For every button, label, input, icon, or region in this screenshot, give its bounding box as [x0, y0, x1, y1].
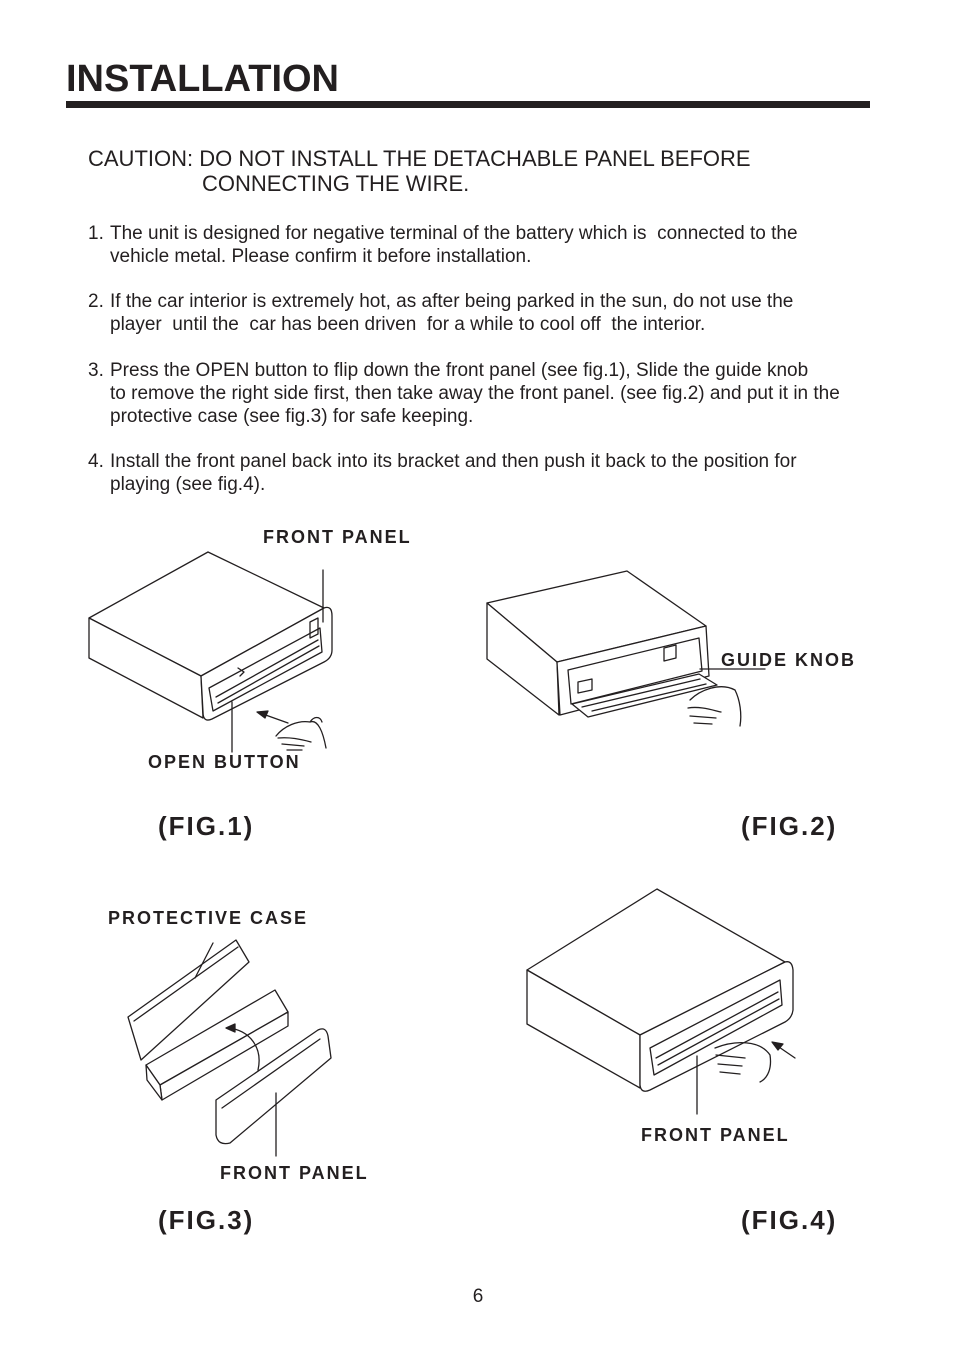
fig1-arrow-head: [256, 710, 269, 719]
caution-line-2: CONNECTING THE WIRE.: [202, 171, 470, 196]
fig2-unit-side-face: [486, 602, 560, 716]
fig4-arrow-head: [771, 1041, 784, 1051]
fig1-open-button-label: OPEN BUTTON: [148, 752, 301, 772]
fig4-drawing: [526, 888, 796, 1115]
fig3-front-panel-edge: [221, 1038, 321, 1109]
fig1-unit-side-face: [88, 617, 204, 719]
step-text: Install the front panel back into its br…: [110, 451, 797, 472]
fig3-drawing: [127, 939, 332, 1157]
step-text: protective case (see fig.3) for safe kee…: [110, 406, 474, 427]
fig3-front-panel: [215, 1028, 332, 1145]
step-number: 2.: [88, 291, 104, 312]
fig3-case-lid-edge: [133, 946, 239, 1022]
title-rule: [66, 101, 870, 108]
fig1-front-panel-label: FRONT PANEL: [263, 527, 412, 547]
fig2-internal-connector: [577, 644, 677, 694]
fig3-case-base-end: [145, 1064, 163, 1101]
fig3-protective-case-leader: [194, 942, 214, 979]
step-text: Press the OPEN button to flip down the f…: [110, 360, 809, 381]
fig1-hand-icon: [275, 716, 327, 751]
step-text: player until the car has been driven for…: [110, 314, 706, 335]
fig3-front-panel-label: FRONT PANEL: [220, 1163, 369, 1183]
fig2-detached-panel: [571, 673, 718, 718]
step-text: to remove the right side first, then tak…: [110, 383, 840, 404]
fig3-arrow-head: [225, 1023, 236, 1033]
fig3-case-lid: [127, 939, 250, 1061]
fig3-protective-case-label: PROTECTIVE CASE: [108, 908, 309, 928]
fig2-drawing: [486, 570, 766, 727]
step-number: 4.: [88, 451, 104, 472]
fig2-guide-knob-label: GUIDE KNOB: [721, 650, 857, 670]
step-text: If the car interior is extremely hot, as…: [110, 291, 794, 312]
step-text: playing (see fig.4).: [110, 474, 266, 495]
step-text: vehicle metal. Please confirm it before …: [110, 246, 532, 267]
fig3-caption: (FIG.3): [158, 1205, 255, 1235]
fig4-hand-icon: [714, 1042, 772, 1083]
fig1-panel-detail: [237, 617, 319, 677]
fig4-front-panel-label: FRONT PANEL: [641, 1125, 790, 1145]
caution-line-1: CAUTION: DO NOT INSTALL THE DETACHABLE P…: [88, 146, 751, 171]
fig2-hand-icon: [687, 686, 742, 727]
fig2-panel-detail: [581, 678, 707, 712]
fig1-front-panel-slot: [215, 639, 320, 704]
step-number: 3.: [88, 360, 104, 381]
fig4-front-panel-slot: [655, 991, 780, 1066]
fig2-caption: (FIG.2): [741, 811, 838, 841]
fig1-drawing: [88, 551, 333, 753]
step-number: 1.: [88, 223, 104, 244]
fig1-caption: (FIG.1): [158, 811, 255, 841]
fig4-caption: (FIG.4): [741, 1205, 838, 1235]
step-text: The unit is designed for negative termin…: [110, 223, 798, 244]
page-title: INSTALLATION: [66, 58, 339, 100]
page-number: 6: [472, 1286, 484, 1307]
